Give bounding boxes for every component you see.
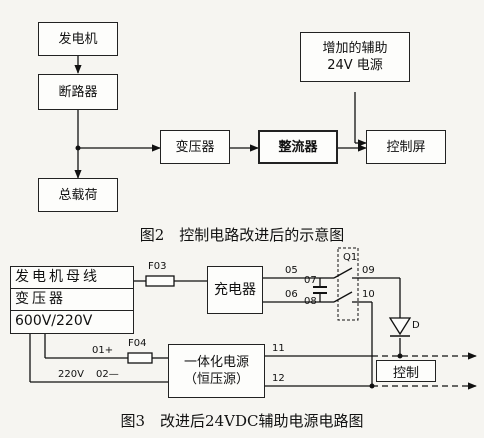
- breaker-box: 断路器: [38, 74, 118, 110]
- transformer-label: 变压器: [175, 139, 215, 155]
- control-panel-label: 控制屏: [386, 139, 426, 155]
- aux-power-label-line1: 增加的辅助: [322, 41, 388, 56]
- busbar-line3: 600V/220V: [15, 313, 93, 329]
- busbar-line2: 变压器: [11, 289, 133, 311]
- rectifier-label: 整流器: [278, 139, 318, 155]
- total-load-box: 总载荷: [38, 178, 118, 212]
- total-load-label: 总载荷: [58, 187, 98, 203]
- psu-box: 一体化电源 （恒压源）: [168, 344, 265, 398]
- terminal-07: 07: [304, 275, 317, 286]
- figure2-caption: 图2 控制电路改进后的示意图: [139, 226, 345, 244]
- aux-power-label-line2: 24V 电源: [327, 58, 383, 73]
- rectifier-box: 整流器: [258, 130, 338, 164]
- terminal-02-minus: 02—: [96, 369, 119, 380]
- generator-box: 发电机: [38, 22, 118, 56]
- transformer-box: 变压器: [160, 130, 230, 164]
- fuse-f04-label: F04: [128, 338, 147, 349]
- charger-label: 充电器: [214, 281, 256, 298]
- control-panel-box: 控制屏: [366, 130, 446, 164]
- breaker-label: 断路器: [58, 84, 98, 100]
- fuse-f04: [127, 352, 153, 364]
- terminal-06: 06: [285, 289, 298, 300]
- switch-q1-blade-upper: [333, 267, 353, 279]
- busbar-box: 发电机母线 变压器 600V/220V: [10, 266, 134, 334]
- generator-label: 发电机: [58, 31, 98, 47]
- terminal-09: 09: [362, 265, 375, 276]
- figure3-caption: 图3 改进后24VDC辅助电源电路图: [120, 412, 364, 430]
- terminal-12: 12: [272, 373, 285, 384]
- terminal-05: 05: [285, 265, 298, 276]
- terminal-11: 11: [272, 343, 285, 354]
- psu-label-line2: （恒压源）: [183, 372, 249, 387]
- switch-q1-enclosure: [337, 247, 359, 321]
- terminal-10: 10: [362, 289, 375, 300]
- aux-power-box: 增加的辅助 24V 电源: [300, 32, 410, 82]
- control-label: 控制: [392, 365, 419, 381]
- diode-symbol: [388, 317, 412, 336]
- switch-q1-blade-lower: [333, 291, 353, 303]
- voltage-220v-label: 220V: [58, 369, 84, 380]
- fuse-f03-label: F03: [148, 261, 167, 272]
- terminal-01-plus: 01+: [92, 345, 114, 356]
- switch-q1-label: Q1: [343, 252, 358, 263]
- fuse-f03: [145, 275, 175, 287]
- diode-d-label: D: [412, 320, 420, 331]
- busbar-line1: 发电机母线: [11, 267, 133, 289]
- psu-label-line1: 一体化电源: [183, 355, 249, 370]
- terminal-08: 08: [304, 296, 317, 307]
- charger-box: 充电器: [207, 266, 263, 314]
- control-tag: 控制: [376, 360, 436, 382]
